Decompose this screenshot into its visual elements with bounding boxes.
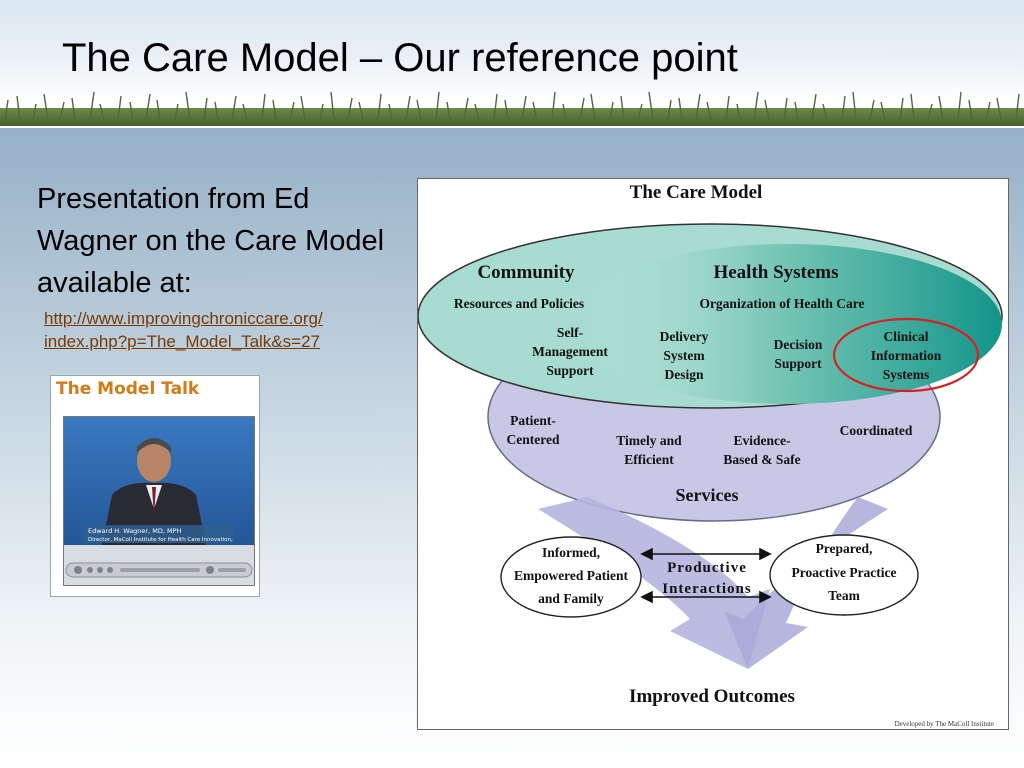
decision-line-1: Decision bbox=[774, 337, 823, 352]
services-label: Services bbox=[676, 485, 739, 505]
clinical-information-highlight bbox=[832, 317, 980, 393]
clinical-line-2: Information bbox=[871, 348, 942, 363]
intro-text: Presentation from Ed Wagner on the Care … bbox=[37, 183, 385, 299]
video-progress-track[interactable] bbox=[120, 568, 200, 572]
patient-ellipse bbox=[500, 536, 642, 618]
diagram-title: The Care Model bbox=[630, 182, 763, 203]
delivery-line-2: System bbox=[663, 348, 705, 363]
improved-outcomes-label: Improved Outcomes bbox=[629, 686, 795, 707]
model-talk-link[interactable]: http://www.improvingchroniccare.org/ ind… bbox=[44, 307, 384, 353]
evidence-line-2: Based & Safe bbox=[723, 452, 800, 467]
clinical-line-1: Clinical bbox=[883, 329, 928, 344]
slide-title: The Care Model – Our reference point bbox=[62, 36, 738, 80]
header-banner: The Care Model – Our reference point bbox=[0, 0, 1024, 128]
prepared-line-3: Team bbox=[828, 588, 861, 603]
forward-icon[interactable] bbox=[107, 567, 113, 573]
clinical-line-3: Systems bbox=[883, 367, 930, 382]
community-sublabel: Resources and Policies bbox=[454, 296, 584, 311]
decision-line-2: Support bbox=[774, 356, 822, 371]
health-systems-label: Health Systems bbox=[713, 262, 838, 283]
productive-interaction-arrows bbox=[640, 547, 772, 604]
self-management-line-1: Self- bbox=[557, 325, 583, 340]
care-model-diagram: The Care Model Community Resources and P… bbox=[417, 178, 1009, 730]
timely-line-1: Timely and bbox=[616, 433, 682, 448]
informed-line-1: Informed, bbox=[542, 545, 600, 560]
delivery-line-1: Delivery bbox=[660, 329, 709, 344]
productive-line-1: Productive bbox=[667, 560, 747, 576]
timely-line-2: Efficient bbox=[624, 452, 674, 467]
interaction-arrow-right bbox=[724, 497, 888, 669]
informed-line-2: Empowered Patient bbox=[514, 568, 629, 583]
care-model-svg: The Care Model Community Resources and P… bbox=[418, 182, 1003, 728]
self-management-line-3: Support bbox=[546, 363, 594, 378]
patient-centered-line-2: Centered bbox=[507, 432, 560, 447]
practice-team-ellipse bbox=[769, 534, 919, 616]
self-management-line-2: Management bbox=[532, 344, 608, 359]
play-icon[interactable] bbox=[74, 566, 82, 574]
link-line-1: http://www.improvingchroniccare.org/ bbox=[44, 309, 323, 328]
evidence-line-1: Evidence- bbox=[734, 433, 791, 448]
video-still-image: Edward H. Wagner, MD, MPH Director, MaCo… bbox=[64, 417, 254, 585]
patient-centered-line-1: Patient- bbox=[510, 413, 556, 428]
productive-line-2: Interactions bbox=[662, 581, 752, 597]
video-frame[interactable]: Edward H. Wagner, MD, MPH Director, MaCo… bbox=[63, 416, 255, 586]
video-caption-2: Director, MaColl Institute for Health Ca… bbox=[88, 537, 233, 543]
informed-line-3: and Family bbox=[538, 591, 604, 606]
coordinated-label: Coordinated bbox=[840, 423, 913, 438]
video-thumbnail[interactable]: The Model Talk Edward H. Wagner, MD, MPH… bbox=[50, 375, 260, 597]
video-caption-1: Edward H. Wagner, MD, MPH bbox=[88, 527, 182, 535]
grass-banner-image bbox=[0, 91, 1024, 128]
delivery-line-3: Design bbox=[664, 367, 703, 382]
header-divider bbox=[0, 126, 1024, 128]
prepared-line-1: Prepared, bbox=[816, 541, 873, 556]
video-thumbnail-title: The Model Talk bbox=[56, 379, 200, 399]
speaker-head bbox=[137, 440, 171, 482]
health-systems-sublabel: Organization of Health Care bbox=[699, 296, 864, 311]
diagram-credit: Developed by The MaColl Institute bbox=[895, 720, 994, 728]
volume-slider[interactable] bbox=[218, 568, 246, 572]
volume-icon[interactable] bbox=[206, 566, 214, 574]
stop-icon[interactable] bbox=[87, 567, 93, 573]
link-line-2: index.php?p=The_Model_Talk&s=27 bbox=[44, 332, 320, 351]
rewind-icon[interactable] bbox=[97, 567, 103, 573]
health-systems-ellipse bbox=[574, 244, 1002, 404]
prepared-line-2: Proactive Practice bbox=[791, 565, 896, 580]
community-label: Community bbox=[477, 262, 575, 283]
